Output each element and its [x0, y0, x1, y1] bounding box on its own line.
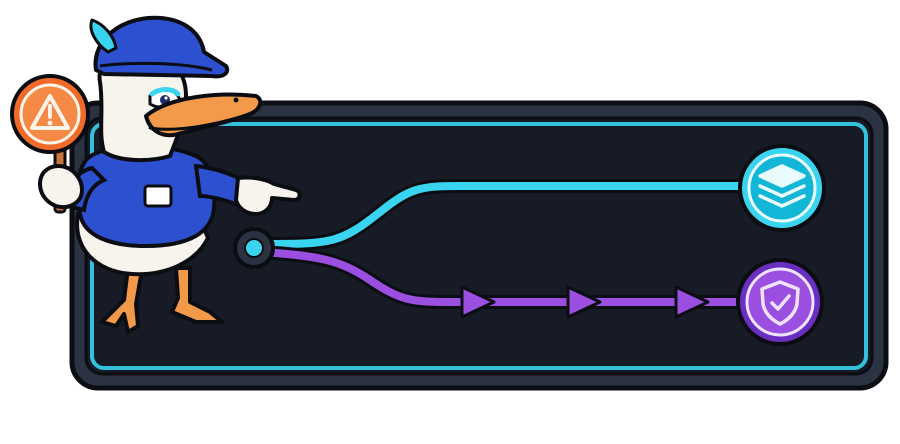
hat-feather [89, 18, 118, 54]
name-tag [143, 184, 173, 208]
duck-mascot [10, 15, 302, 334]
duck-pointing-hand [234, 175, 302, 216]
duck-left-hand [38, 163, 85, 209]
warning-sign [10, 74, 90, 154]
lower-endpoint [736, 258, 824, 346]
upper-path [255, 179, 747, 251]
path-arrow-3 [674, 285, 710, 319]
duck-beak [144, 92, 263, 138]
duck-legs [100, 266, 224, 334]
lower-path [255, 245, 747, 319]
duck-hat [89, 15, 230, 79]
warning-icon [30, 94, 70, 130]
path-arrow-1 [460, 285, 496, 319]
upper-endpoint [738, 144, 826, 232]
start-node [233, 227, 275, 269]
path-arrow-2 [566, 285, 602, 319]
shield-check-icon [760, 280, 800, 326]
layers-icon [758, 164, 806, 208]
